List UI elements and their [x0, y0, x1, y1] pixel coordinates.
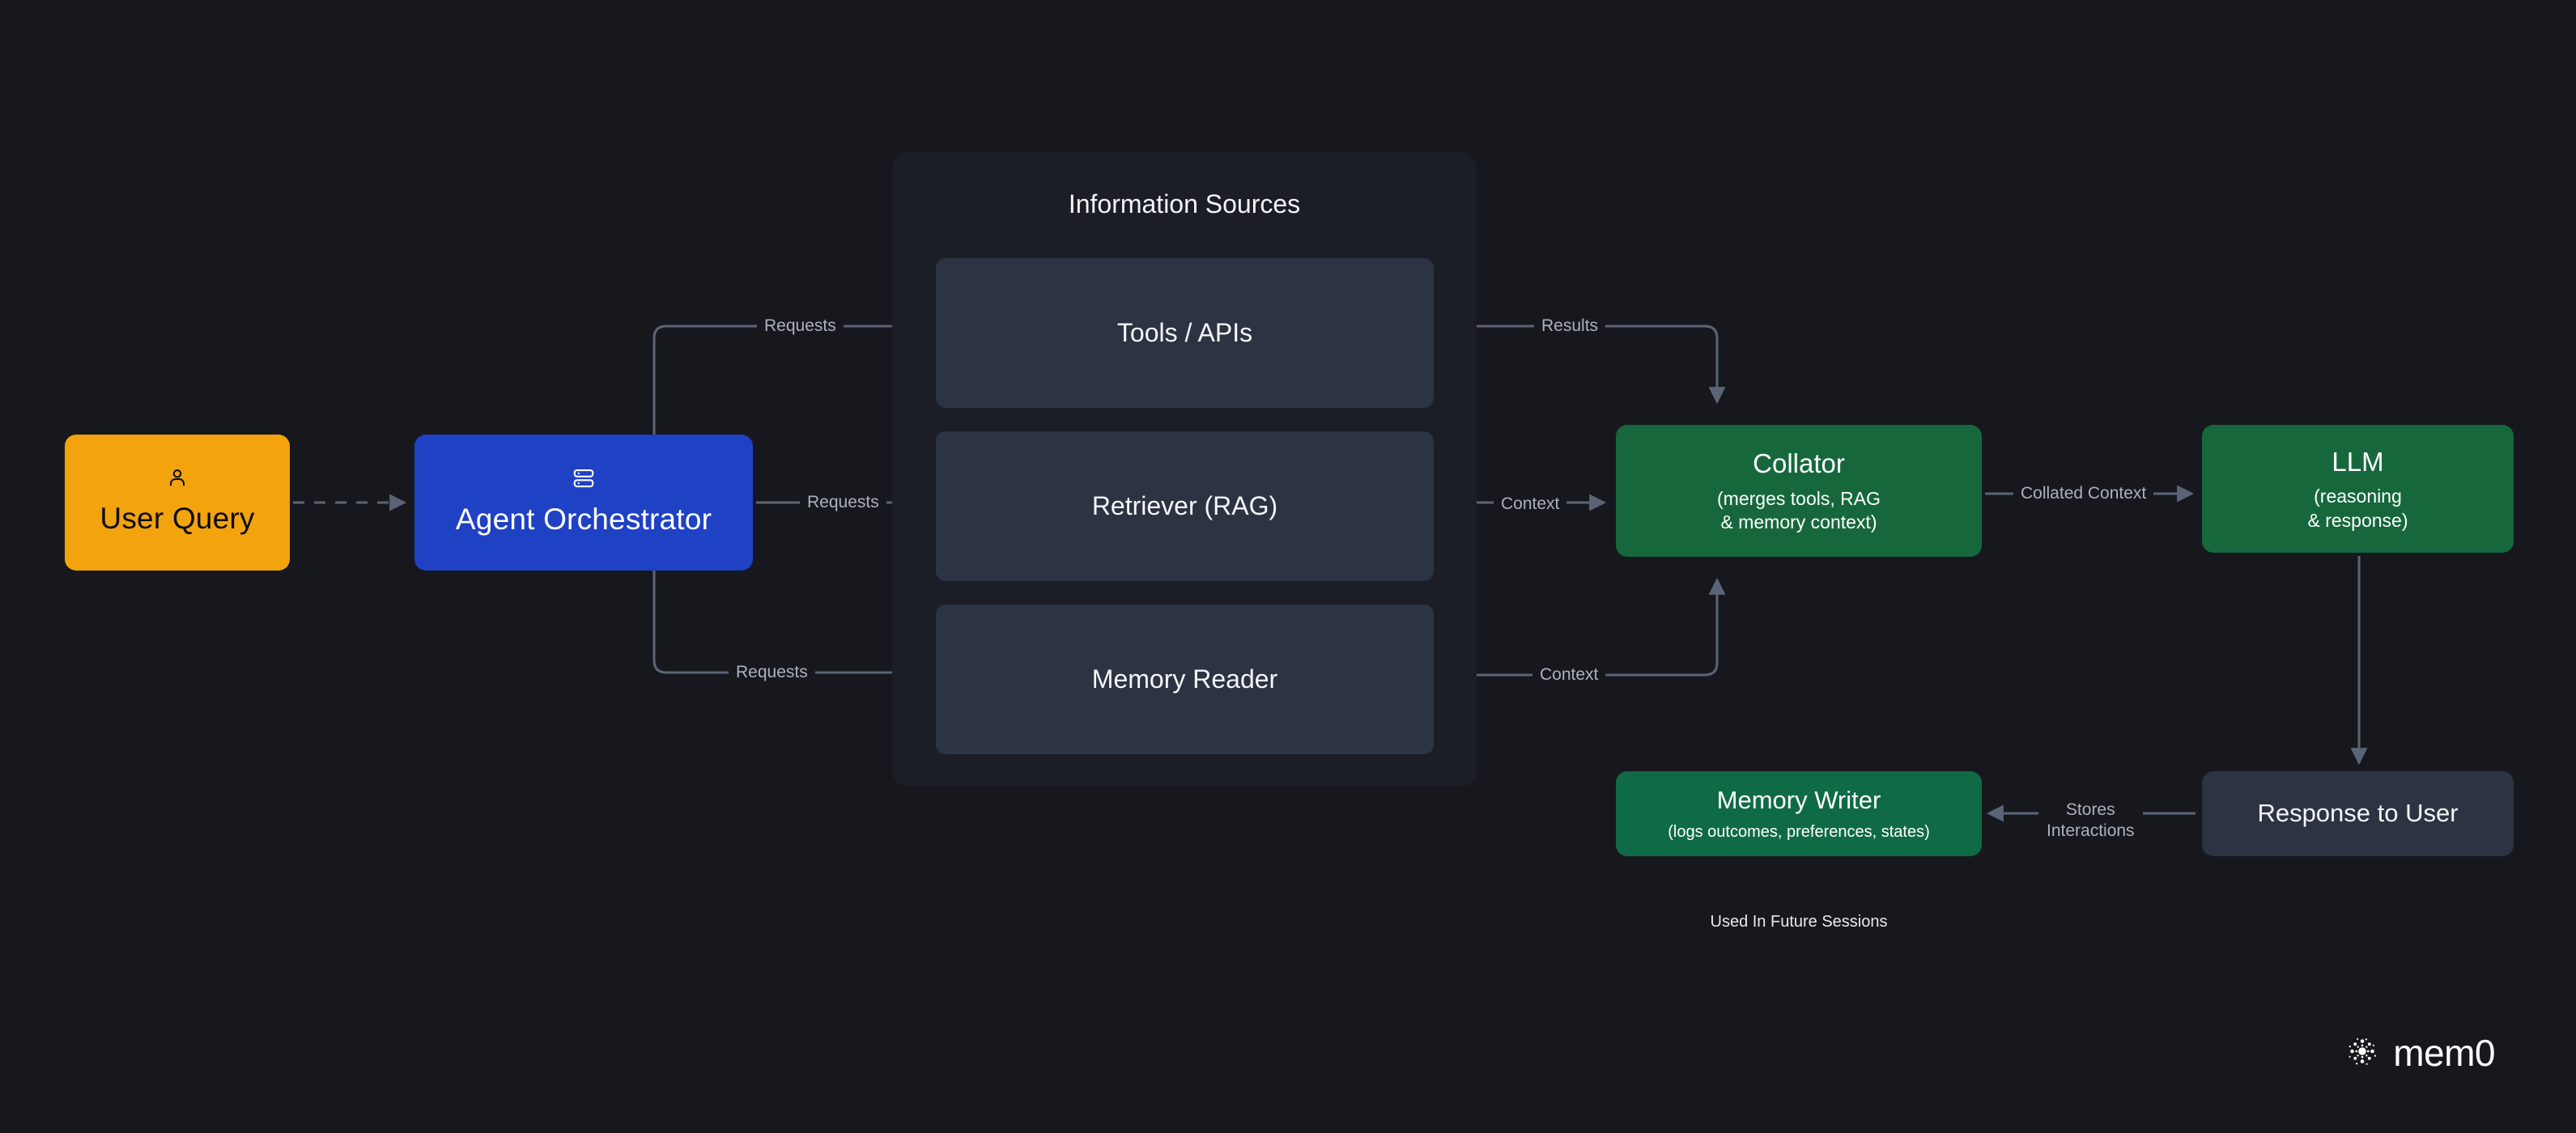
- node-collator[interactable]: Collator (merges tools, RAG & memory con…: [1616, 425, 1982, 557]
- node-response-to-user[interactable]: Response to User: [2202, 771, 2514, 856]
- source-box-memory-reader-label: Memory Reader: [1091, 664, 1278, 694]
- node-llm-subtitle: (reasoning & response): [2307, 485, 2408, 533]
- edge-label-context-retriever: Context: [1494, 494, 1567, 515]
- edge-label-stores-interactions-line1: Stores: [2065, 800, 2115, 819]
- brand-name: mem0: [2393, 1032, 2495, 1074]
- edge-label-context-memory: Context: [1532, 664, 1606, 685]
- user-icon: [167, 467, 188, 489]
- source-box-memory-reader[interactable]: Memory Reader: [936, 605, 1434, 754]
- edge-label-results: Results: [1534, 316, 1606, 337]
- node-llm[interactable]: LLM (reasoning & response): [2202, 425, 2514, 553]
- source-box-tools-apis[interactable]: Tools / APIs: [936, 258, 1434, 408]
- edge-orchestrator-to-memory: [653, 571, 925, 681]
- node-llm-title: LLM: [2332, 446, 2384, 477]
- edge-label-requests-memory: Requests: [729, 662, 815, 683]
- node-memory-writer[interactable]: Memory Writer (logs outcomes, preference…: [1616, 771, 1982, 856]
- edge-label-collated-context: Collated Context: [2013, 483, 2154, 504]
- node-llm-subtitle-line2: & response): [2307, 509, 2408, 531]
- caption-used-in-future-sessions: Used In Future Sessions: [1710, 913, 1888, 931]
- edge-label-stores-interactions-line2: Interactions: [2047, 821, 2135, 840]
- panel-information-sources: Information Sources Tools / APIs Retriev…: [892, 152, 1477, 787]
- edge-label-requests-tools: Requests: [757, 316, 844, 337]
- node-memory-writer-subtitle: (logs outcomes, preferences, states): [1668, 822, 1930, 841]
- server-stack-icon: [572, 466, 596, 490]
- edge-label-requests-retriever: Requests: [800, 492, 886, 513]
- source-box-tools-apis-label: Tools / APIs: [1116, 318, 1253, 347]
- source-box-retriever-rag[interactable]: Retriever (RAG): [936, 431, 1434, 581]
- node-agent-orchestrator-title: Agent Orchestrator: [455, 503, 712, 537]
- node-collator-subtitle-line1: (merges tools, RAG: [1717, 487, 1881, 509]
- node-user-query[interactable]: User Query: [65, 435, 290, 571]
- panel-information-sources-title: Information Sources: [1068, 189, 1301, 219]
- node-agent-orchestrator[interactable]: Agent Orchestrator: [414, 435, 753, 571]
- node-collator-subtitle-line2: & memory context): [1720, 511, 1877, 533]
- brand-logo: mem0: [2344, 1031, 2495, 1075]
- node-user-query-title: User Query: [100, 502, 255, 536]
- mem0-burst-icon: [2344, 1033, 2380, 1073]
- edge-orchestrator-to-tools: [653, 317, 925, 435]
- node-memory-writer-title: Memory Writer: [1716, 786, 1881, 815]
- node-llm-subtitle-line1: (reasoning: [2314, 486, 2402, 507]
- node-collator-title: Collator: [1753, 448, 1845, 479]
- source-box-retriever-rag-label: Retriever (RAG): [1091, 491, 1278, 520]
- edge-label-stores-interactions: Stores Interactions: [2038, 800, 2143, 842]
- node-response-to-user-title: Response to User: [2257, 799, 2459, 828]
- node-collator-subtitle: (merges tools, RAG & memory context): [1717, 487, 1881, 535]
